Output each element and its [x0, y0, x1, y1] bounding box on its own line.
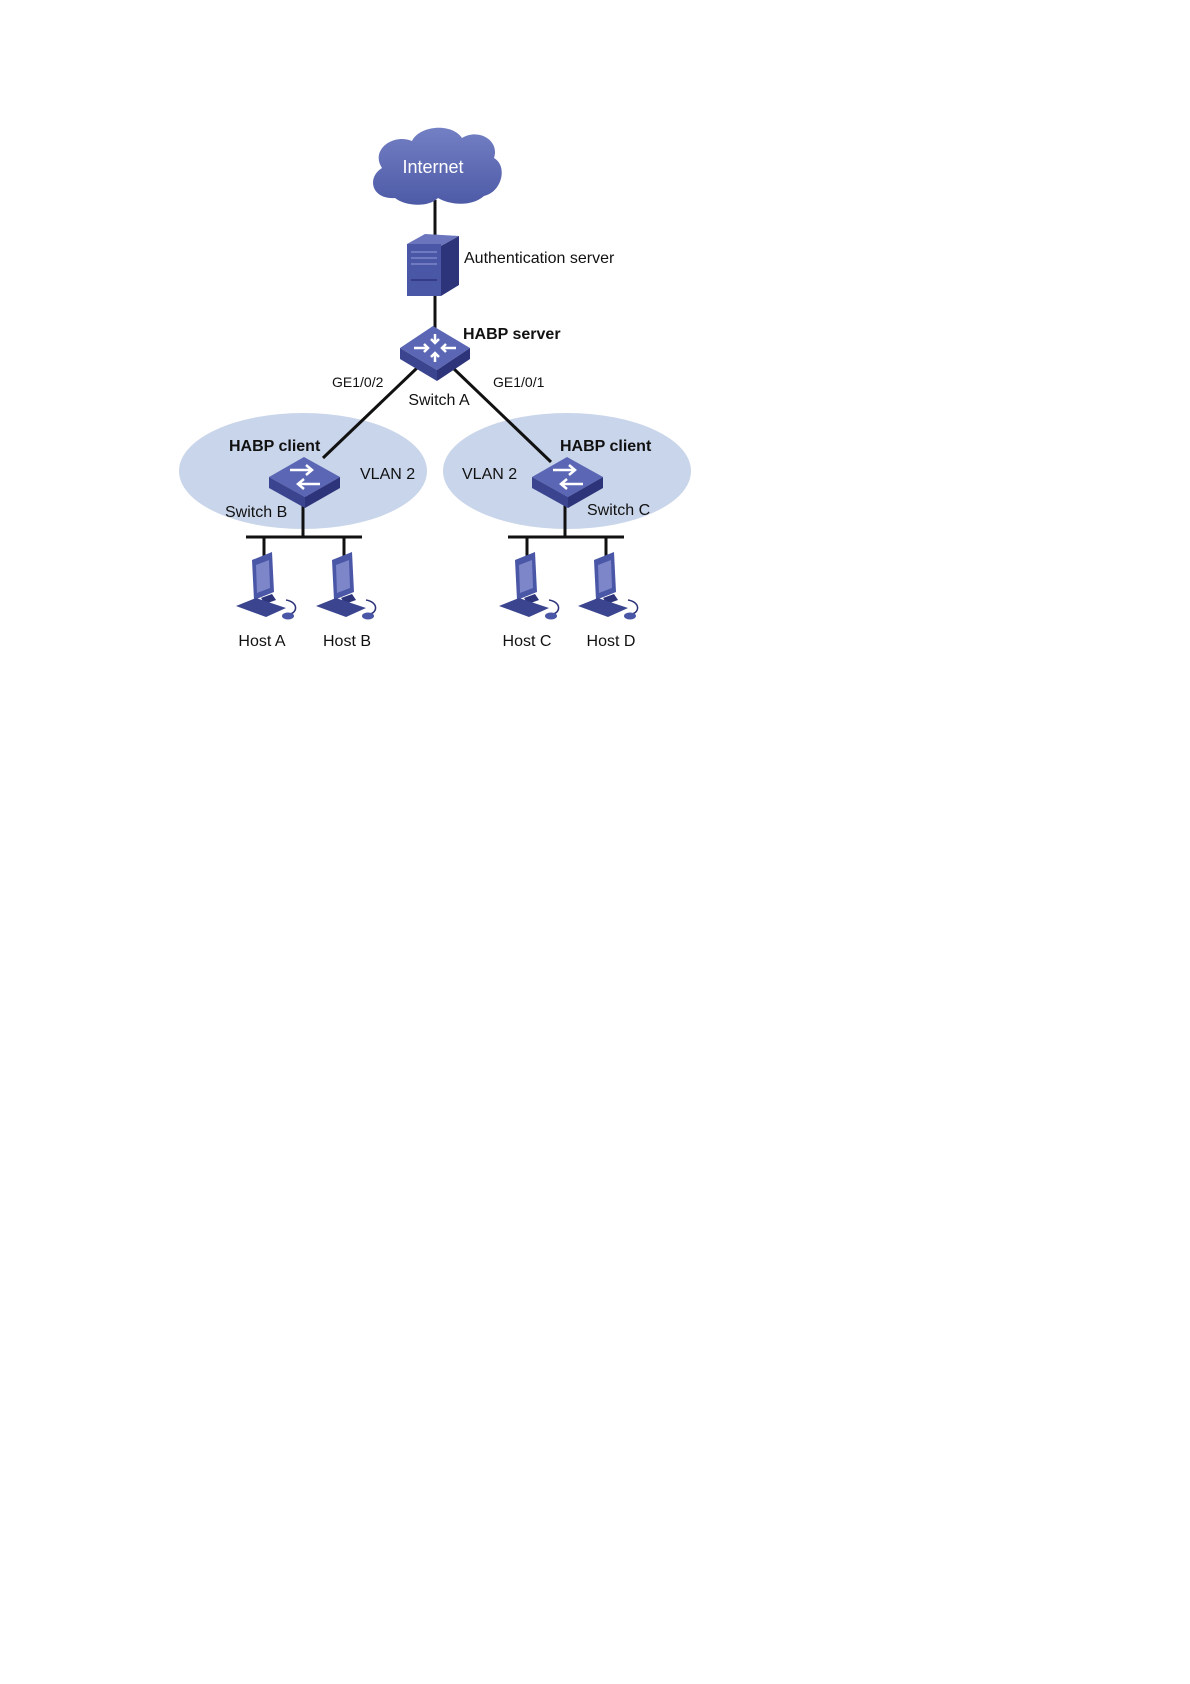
switch-a-role: HABP server	[463, 326, 561, 343]
server-icon	[407, 234, 459, 296]
auth-server-label: Authentication server	[464, 250, 615, 267]
internet-label: Internet	[402, 157, 463, 177]
host-d-label: Host D	[587, 633, 636, 650]
host-d-icon	[578, 552, 638, 620]
switch-b-vlan: VLAN 2	[360, 466, 415, 483]
port-ge1-0-2: GE1/0/2	[332, 374, 384, 390]
port-ge1-0-1: GE1/0/1	[493, 374, 545, 390]
switch-c-name: Switch C	[587, 502, 650, 519]
host-b-icon	[316, 552, 376, 620]
switch-b-role: HABP client	[229, 438, 321, 455]
switch-b-name: Switch B	[225, 504, 287, 521]
switch-c-role: HABP client	[560, 438, 652, 455]
host-b-label: Host B	[323, 633, 371, 650]
host-c-icon	[499, 552, 559, 620]
host-c-label: Host C	[503, 633, 552, 650]
host-a-label: Host A	[238, 633, 285, 650]
host-a-icon	[236, 552, 296, 620]
switch-a-name: Switch A	[408, 392, 470, 409]
switch-c-vlan: VLAN 2	[462, 466, 517, 483]
